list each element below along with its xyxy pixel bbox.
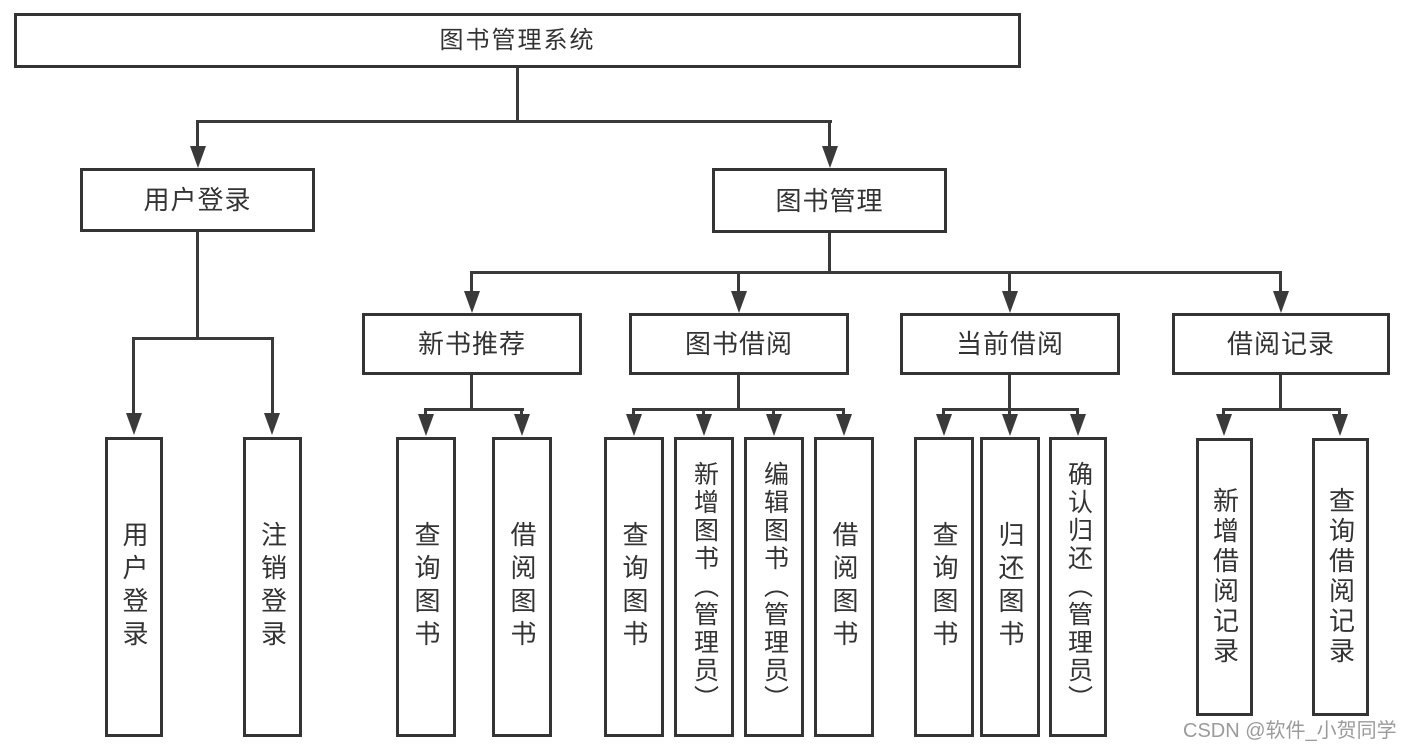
node-label: 用户登录	[143, 185, 252, 215]
leaf-query-borrow-record: 查询借阅记录	[1312, 438, 1369, 716]
node-label: 借阅记录	[1226, 329, 1335, 359]
node-current-borrowing: 当前借阅	[900, 313, 1120, 375]
leaf-label: 查询借阅记录	[1325, 487, 1356, 667]
connector-line	[196, 232, 199, 339]
node-label: 图书管理系统	[439, 26, 596, 54]
leaf-label: 查询图书	[929, 521, 959, 653]
arrow-down-icon	[936, 414, 952, 436]
connector-line	[1008, 273, 1011, 293]
leaf-add-book-admin: 新增图书（管理员）	[674, 437, 734, 737]
connector-line	[1338, 410, 1341, 416]
connector-line	[737, 375, 740, 410]
connector-line	[828, 122, 831, 148]
leaf-label: 用户登录	[119, 521, 149, 653]
connector-line	[942, 410, 945, 416]
connector-line	[470, 271, 1282, 274]
arrow-down-icon	[822, 146, 838, 168]
connector-line	[132, 339, 135, 415]
leaf-query-books-recommend: 查询图书	[396, 437, 456, 737]
connector-line	[424, 408, 524, 411]
arrow-down-icon	[731, 291, 747, 313]
connector-line	[1008, 410, 1011, 416]
arrow-down-icon	[1216, 414, 1232, 436]
arrow-down-icon	[514, 414, 530, 436]
leaf-label: 新增图书（管理员）	[690, 461, 719, 713]
connector-line	[1222, 408, 1341, 411]
node-book-borrowing: 图书借阅	[629, 313, 849, 375]
node-label: 当前借阅	[955, 329, 1064, 359]
connector-line	[1279, 273, 1282, 293]
arrow-down-icon	[1273, 291, 1289, 313]
leaf-query-books-borrow: 查询图书	[604, 437, 664, 737]
connector-line	[1279, 375, 1282, 410]
connector-line	[1076, 410, 1079, 416]
connector-line	[942, 408, 1079, 411]
connector-line	[271, 339, 274, 415]
arrow-down-icon	[1002, 414, 1018, 436]
leaf-edit-book-admin: 编辑图书（管理员）	[744, 437, 804, 737]
connector-line	[1008, 375, 1011, 410]
arrow-down-icon	[190, 146, 206, 168]
connector-line	[516, 66, 519, 122]
connector-line	[702, 410, 705, 416]
node-label: 图书借阅	[684, 329, 793, 359]
node-book-management: 图书管理	[712, 168, 947, 233]
leaf-label: 借阅图书	[507, 521, 537, 653]
leaf-logout-login: 注销登录	[243, 437, 302, 737]
arrow-down-icon	[126, 413, 142, 435]
connector-line	[196, 122, 199, 148]
connector-line	[737, 273, 740, 293]
node-label: 图书管理	[775, 185, 884, 216]
connector-line	[132, 337, 274, 340]
arrow-down-icon	[464, 291, 480, 313]
arrow-down-icon	[696, 414, 712, 436]
leaf-query-books-current: 查询图书	[914, 437, 974, 737]
leaf-label: 编辑图书（管理员）	[760, 461, 789, 713]
connector-line	[470, 375, 473, 410]
leaf-label: 查询图书	[411, 521, 441, 653]
connector-line	[520, 410, 523, 416]
leaf-confirm-return-admin: 确认归还（管理员）	[1049, 437, 1107, 737]
node-user-login: 用户登录	[80, 168, 315, 232]
connector-line	[196, 120, 832, 123]
connector-line	[828, 233, 831, 273]
connector-line	[632, 408, 845, 411]
node-new-book-recommendation: 新书推荐	[362, 313, 582, 375]
leaf-label: 归还图书	[995, 521, 1025, 653]
connector-line	[424, 410, 427, 416]
leaf-label: 新增借阅记录	[1209, 487, 1240, 667]
connector-line	[1222, 410, 1225, 416]
connector-line	[470, 273, 473, 293]
arrow-down-icon	[626, 414, 642, 436]
arrow-down-icon	[766, 414, 782, 436]
arrow-down-icon	[1002, 291, 1018, 313]
leaf-return-books: 归还图书	[980, 437, 1040, 737]
connector-line	[772, 410, 775, 416]
arrow-down-icon	[1070, 414, 1086, 436]
arrow-down-icon	[1332, 414, 1348, 436]
leaf-borrow-books: 借阅图书	[814, 437, 874, 737]
leaf-label: 查询图书	[619, 521, 649, 653]
node-borrowing-records: 借阅记录	[1172, 313, 1390, 375]
arrow-down-icon	[418, 414, 434, 436]
node-library-management-system: 图书管理系统	[14, 13, 1021, 68]
connector-line	[842, 410, 845, 416]
leaf-add-borrow-record: 新增借阅记录	[1196, 438, 1253, 716]
leaf-label: 借阅图书	[829, 521, 859, 653]
arrow-down-icon	[836, 414, 852, 436]
leaf-label: 确认归还（管理员）	[1064, 461, 1093, 713]
leaf-user-login: 用户登录	[105, 437, 163, 737]
leaf-label: 注销登录	[257, 521, 288, 653]
watermark: CSDN @软件_小贺同学	[1183, 720, 1397, 742]
arrow-down-icon	[264, 413, 280, 435]
leaf-borrow-books-recommend: 借阅图书	[492, 437, 552, 737]
node-label: 新书推荐	[417, 329, 526, 359]
connector-line	[632, 410, 635, 416]
